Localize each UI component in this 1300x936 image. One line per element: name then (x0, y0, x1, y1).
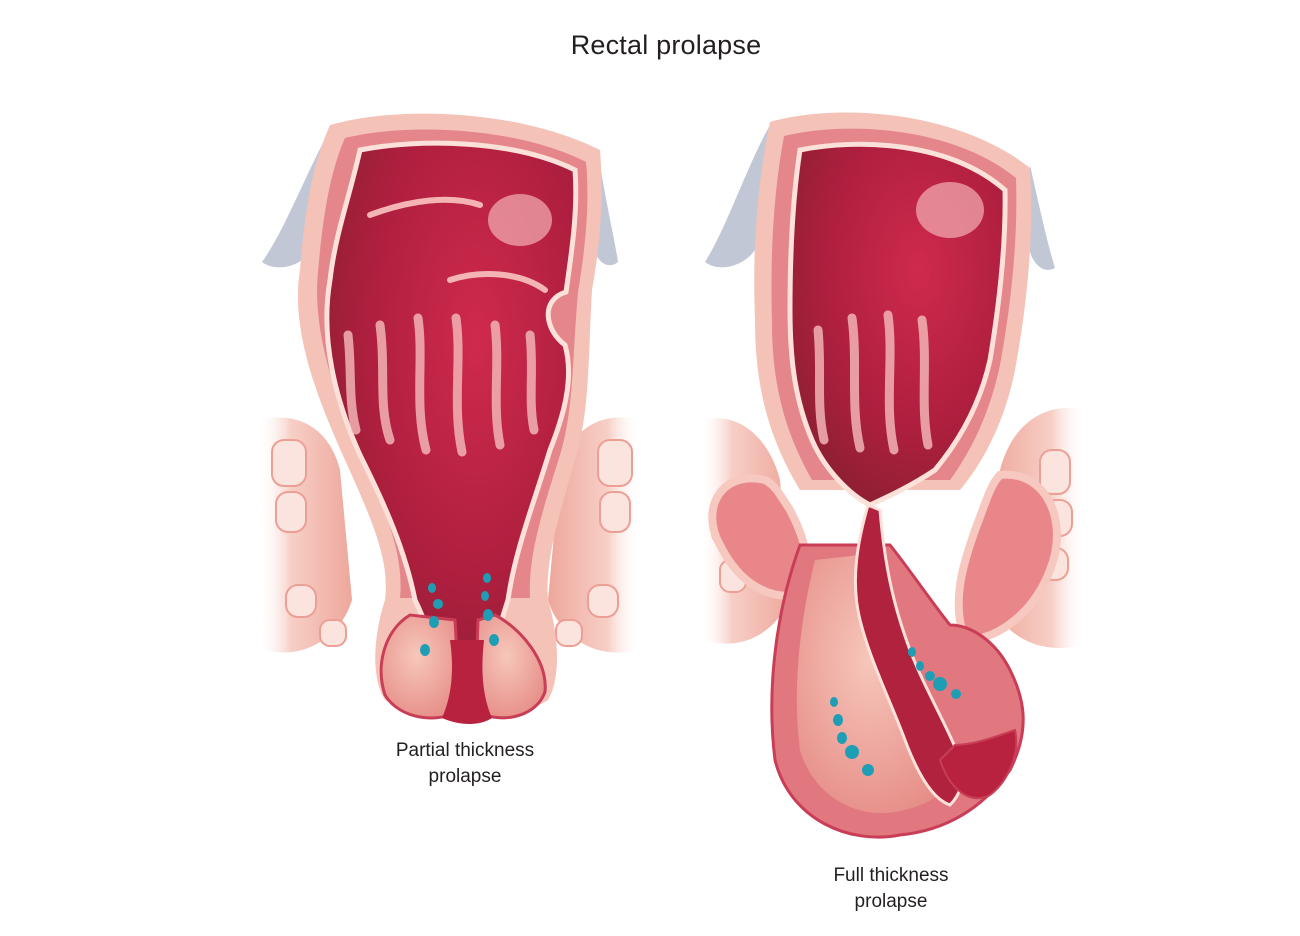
partial-label-line1: Partial thickness (395, 740, 535, 761)
full-label-line1: Full thickness (833, 865, 949, 886)
left-mucosal-columns (343, 313, 539, 457)
left-rectum-lumen (324, 140, 579, 703)
left-rectal-highlight (488, 194, 552, 246)
right-peritoneum-right (1030, 165, 1055, 270)
full-prolapse-figure (700, 112, 1085, 839)
partial-label-line2: prolapse (428, 766, 502, 787)
partial-prolapse-figure (258, 113, 640, 724)
right-mucosal-columns (813, 310, 933, 455)
left-hemorrhoidal-vessels (420, 573, 499, 656)
right-prolapse-tip (938, 728, 1018, 800)
right-rectal-highlight (916, 182, 984, 238)
partial-thickness-label: Partial thickness prolapse (330, 738, 600, 790)
left-fat-lobules (271, 439, 633, 647)
left-rectal-fold-mid (447, 271, 548, 293)
full-label-line2: prolapse (854, 891, 928, 912)
figure-title: Rectal prolapse (570, 30, 762, 60)
left-rectal-fold-top (367, 196, 483, 218)
left-prolapse-center (442, 640, 492, 724)
full-thickness-label: Full thickness prolapse (756, 863, 1026, 915)
right-hemorrhoidal-vessels (830, 647, 961, 776)
